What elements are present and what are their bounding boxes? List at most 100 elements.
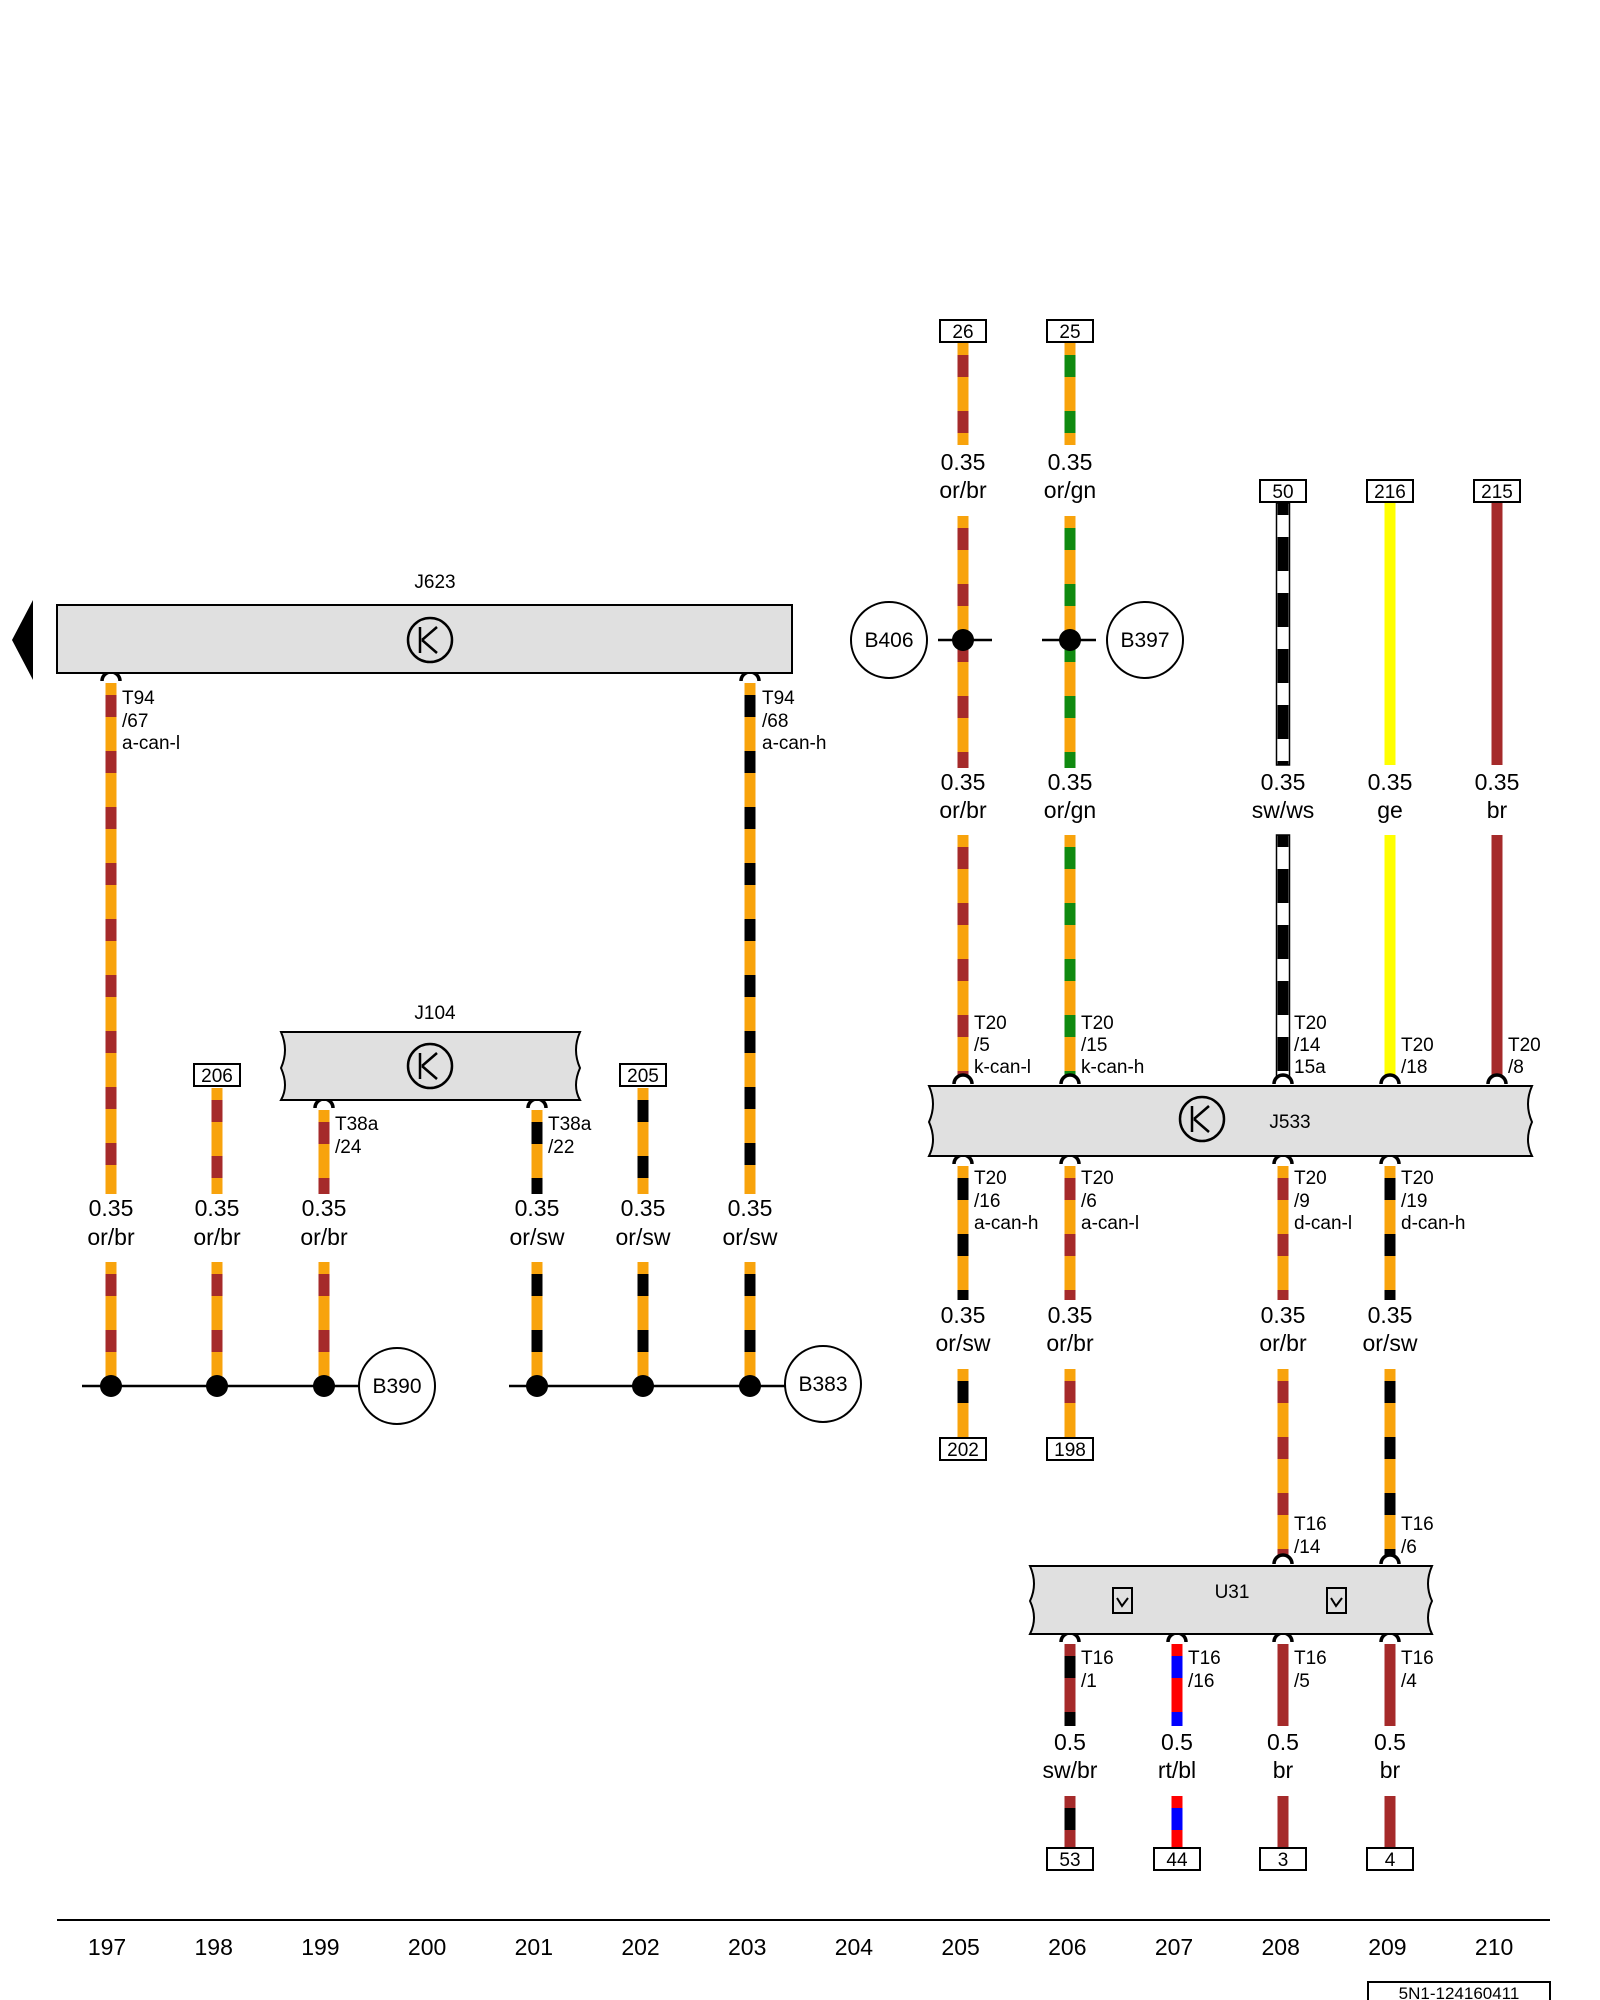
wire-size: 0.35 [941,769,986,795]
pin-number: /8 [1508,1057,1524,1078]
splice-dot [313,1375,335,1397]
pin-connector: T20 [1294,1168,1327,1189]
wire-color: or/gn [1044,797,1096,823]
terminal-44: 44 [1166,1850,1188,1871]
wire-size: 0.35 [1048,1302,1093,1328]
wire-size: 0.35 [621,1195,666,1221]
wire-color: rt/bl [1158,1757,1196,1783]
wire-color: or/br [193,1224,241,1250]
axis-tick-label: 206 [1048,1934,1086,1960]
axis-tick-label: 210 [1475,1934,1513,1960]
axis-tick-label: 200 [408,1934,446,1960]
B390-junction-symbol: B390 [358,1347,436,1425]
pin-number: /15 [1081,1035,1107,1056]
wire-color: ge [1377,797,1403,823]
pin-connector: T16 [1401,1648,1434,1669]
U31-box [1028,1565,1434,1635]
control-unit-icon [406,616,454,664]
pin-signal: d-can-h [1401,1213,1465,1234]
splice-dot [632,1375,654,1397]
connector-pin-icon [952,1073,974,1085]
splice-dot [1059,629,1081,651]
pin-number: /22 [548,1137,574,1158]
wire-segment [1275,502,1291,766]
pin-labels: T94 /67 a-can-l T94 /68 a-can-h T38a /24… [122,688,1541,1692]
wire-size: 0.35 [1048,449,1093,475]
wire-size: 0.35 [728,1195,773,1221]
axis-tick-label: 202 [621,1934,659,1960]
terminal-215: 215 [1481,482,1513,503]
wire-color: or/sw [510,1224,565,1250]
pin-number: /24 [335,1137,362,1158]
wire-color: or/br [939,797,987,823]
pin-connector: T20 [974,1013,1007,1034]
pin-signal: a-can-l [1081,1213,1139,1234]
axis-tick-label: 209 [1368,1934,1406,1960]
pin-connector: T20 [1081,1013,1114,1034]
wire-color: or/sw [723,1224,778,1250]
control-unit-icon [1178,1095,1226,1143]
wire-size: 0.35 [515,1195,560,1221]
splice-dot [952,629,974,651]
U31-unit: U31 [1028,1565,1434,1635]
pin-connector: T20 [1401,1035,1434,1056]
pin-connector: T16 [1081,1648,1114,1669]
terminal-25: 25 [1059,322,1080,343]
wire-color: br [1380,1757,1401,1783]
wire-size: 0.35 [89,1195,134,1221]
wire-color: sw/br [1043,1757,1098,1783]
wire-color: br [1273,1757,1294,1783]
axis-tick-label: 208 [1262,1934,1300,1960]
connector-pin-icon [1059,1073,1081,1085]
pin-connector: T20 [1294,1013,1327,1034]
connector-pin-icon [1272,1553,1294,1565]
wire-color: or/br [87,1224,135,1250]
J623-unit: J623 [12,572,793,680]
connector-pin-icon [1272,1073,1294,1085]
wire-color: or/br [300,1224,348,1250]
wire-size: 0.35 [1048,769,1093,795]
pin-number: /6 [1081,1191,1097,1212]
B397-junction-symbol: B397 [1106,601,1184,679]
wire-size: 0.35 [195,1195,240,1221]
wire-color: or/br [1046,1330,1094,1356]
wire-size: 0.35 [1368,769,1413,795]
pin-connector: T38a [548,1114,592,1135]
terminal-boxes: 26 25 50 216 215 206 205 202 198 53 44 3… [193,319,1521,1871]
terminal-50: 50 [1272,482,1293,503]
wire-size: 0.35 [302,1195,347,1221]
pin-signal: 15a [1294,1057,1326,1078]
wire-size: 0.35 [941,1302,986,1328]
pin-signal: k-can-l [974,1057,1031,1078]
pin-connector: T20 [1508,1035,1541,1056]
J533-label: J533 [1269,1112,1310,1133]
reference-box [1367,1981,1551,2000]
pin-signal: d-can-l [1294,1213,1352,1234]
pin-number: /1 [1081,1671,1097,1692]
J623-label: J623 [414,572,455,593]
pin-connector: T16 [1401,1514,1434,1535]
terminal-26: 26 [952,322,973,343]
terminal-216: 216 [1374,482,1406,503]
pin-connector: T16 [1294,1514,1327,1535]
wire-color: br [1487,797,1508,823]
axis-tick-label: 205 [941,1934,979,1960]
terminal-206: 206 [201,1066,233,1087]
pin-number: /19 [1401,1191,1427,1212]
diagnostic-socket-icon [1326,1587,1347,1614]
pin-signal: a-can-h [974,1213,1038,1234]
terminal-53: 53 [1059,1850,1080,1871]
pin-connector: T94 [122,688,155,709]
pin-signal: k-can-h [1081,1057,1144,1078]
wire-color: or/br [939,477,987,503]
pin-connector: T94 [762,688,795,709]
pin-connector: T20 [1081,1168,1114,1189]
splice-dot [526,1375,548,1397]
J104-box [279,1031,582,1101]
pin-number: /9 [1294,1191,1310,1212]
pin-number: /5 [974,1035,990,1056]
splice-dot [739,1375,761,1397]
terminal-202: 202 [947,1440,979,1461]
wire-color: or/gn [1044,477,1096,503]
